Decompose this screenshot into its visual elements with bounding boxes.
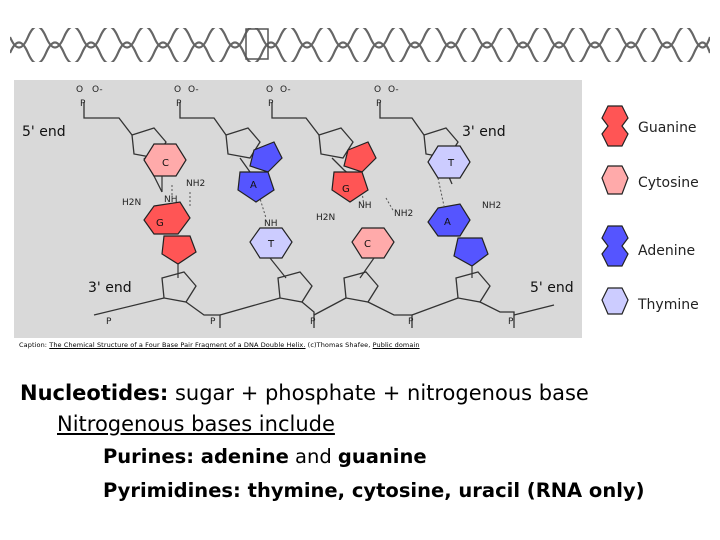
body-line-nucleotides: Nucleotides: sugar + phosphate + nitroge… <box>20 378 710 408</box>
atom-label: O- <box>388 85 399 95</box>
atom-label: O- <box>280 85 291 95</box>
base-letter: C <box>162 158 169 169</box>
helix-highlight-box <box>245 28 269 60</box>
atom-label: P <box>376 99 382 109</box>
atom-label: P <box>106 317 112 327</box>
dna-structure-figure: O O- P O O- P O O- P O O- P NH2 H2N NH N… <box>14 80 582 338</box>
atom-label: NH <box>164 195 178 205</box>
atom-label: NH <box>264 219 278 229</box>
thymine-base <box>249 227 293 259</box>
body-line-pyrimidines: Pyrimidines: thymine, cytosine, uracil (… <box>103 474 710 508</box>
atom-label: P <box>80 99 86 109</box>
body-line-nitrogenous-bases: Nitrogenous bases include <box>57 412 335 436</box>
caption-title-link[interactable]: The Chemical Structure of a Four Base Pa… <box>49 341 306 349</box>
adenine-base-ring1 <box>249 141 283 173</box>
legend-label-cytosine: Cytosine <box>638 175 699 191</box>
adenine-base-ring2 <box>237 171 275 203</box>
atom-label: O <box>76 85 83 95</box>
base-letter: C <box>364 239 371 250</box>
adenine-base-ring2 <box>453 237 489 267</box>
thymine-base <box>427 145 471 179</box>
end-label-3prime-top: 3' end <box>462 124 506 140</box>
atom-label: NH <box>358 201 372 211</box>
base-color-legend: Guanine Cytosine Adenine Thymine <box>601 105 699 315</box>
end-label-5prime-bottom: 5' end <box>530 280 574 296</box>
legend-label-adenine: Adenine <box>638 243 695 259</box>
guanine-base-ring2 <box>331 171 369 203</box>
atom-label: P <box>310 317 316 327</box>
legend-label-guanine: Guanine <box>638 120 697 136</box>
adenine-base-ring1 <box>427 203 471 237</box>
atom-label: H2N <box>122 198 141 208</box>
atom-label: P <box>176 99 182 109</box>
atom-label: P <box>268 99 274 109</box>
base-letter: T <box>447 158 455 169</box>
end-label-3prime-bottom: 3' end <box>88 280 132 296</box>
body-line-purines: Purines: adenine and guanine <box>103 440 710 474</box>
atom-label: NH2 <box>482 201 501 211</box>
atom-label: P <box>408 317 414 327</box>
atom-label: NH2 <box>394 209 413 219</box>
atom-label: H2N <box>316 213 335 223</box>
purines-and: and <box>288 445 338 468</box>
caption-license-link[interactable]: Public domain <box>372 341 420 349</box>
caption-prefix: Caption: <box>19 341 50 349</box>
atom-label: P <box>210 317 216 327</box>
end-label-5prime-top: 5' end <box>22 124 66 140</box>
atom-label: P <box>508 317 514 327</box>
purine-adenine: adenine <box>194 445 289 468</box>
term-nucleotides: Nucleotides: <box>20 381 169 405</box>
base-letter: T <box>267 239 275 250</box>
slide-body: Nucleotides: sugar + phosphate + nitroge… <box>20 378 710 508</box>
cytosine-base <box>351 227 395 259</box>
guanine-base-ring1 <box>343 141 377 173</box>
adenine-legend-icon <box>601 225 629 267</box>
legend-label-thymine: Thymine <box>637 297 699 313</box>
caption-credit: (c)Thomas Shafee, <box>305 341 373 349</box>
pyrimidines-list: thymine, cytosine, uracil (RNA only) <box>240 479 645 502</box>
cytosine-base <box>143 143 187 177</box>
atom-label: O- <box>92 85 103 95</box>
atom-label: O <box>174 85 181 95</box>
guanine-legend-icon <box>601 105 629 147</box>
atom-label: O <box>374 85 381 95</box>
purine-guanine: guanine <box>337 445 427 468</box>
term-purines: Purines: <box>103 445 194 468</box>
atom-label: NH2 <box>186 179 205 189</box>
base-letter: G <box>156 218 164 229</box>
term-pyrimidines: Pyrimidines: <box>103 479 241 502</box>
dna-helix-banner <box>10 28 710 62</box>
atom-label: O <box>266 85 273 95</box>
guanine-base-ring1 <box>143 201 191 235</box>
nucleotides-definition: sugar + phosphate + nitrogenous base <box>168 381 589 405</box>
figure-caption: Caption: The Chemical Structure of a Fou… <box>19 341 420 349</box>
base-letter: A <box>444 217 451 228</box>
atom-label: O- <box>188 85 199 95</box>
thymine-legend-icon <box>601 287 629 315</box>
base-letter: G <box>342 184 350 195</box>
base-letter: A <box>250 180 257 191</box>
guanine-base-ring2 <box>161 235 197 265</box>
cytosine-legend-icon <box>601 165 629 195</box>
